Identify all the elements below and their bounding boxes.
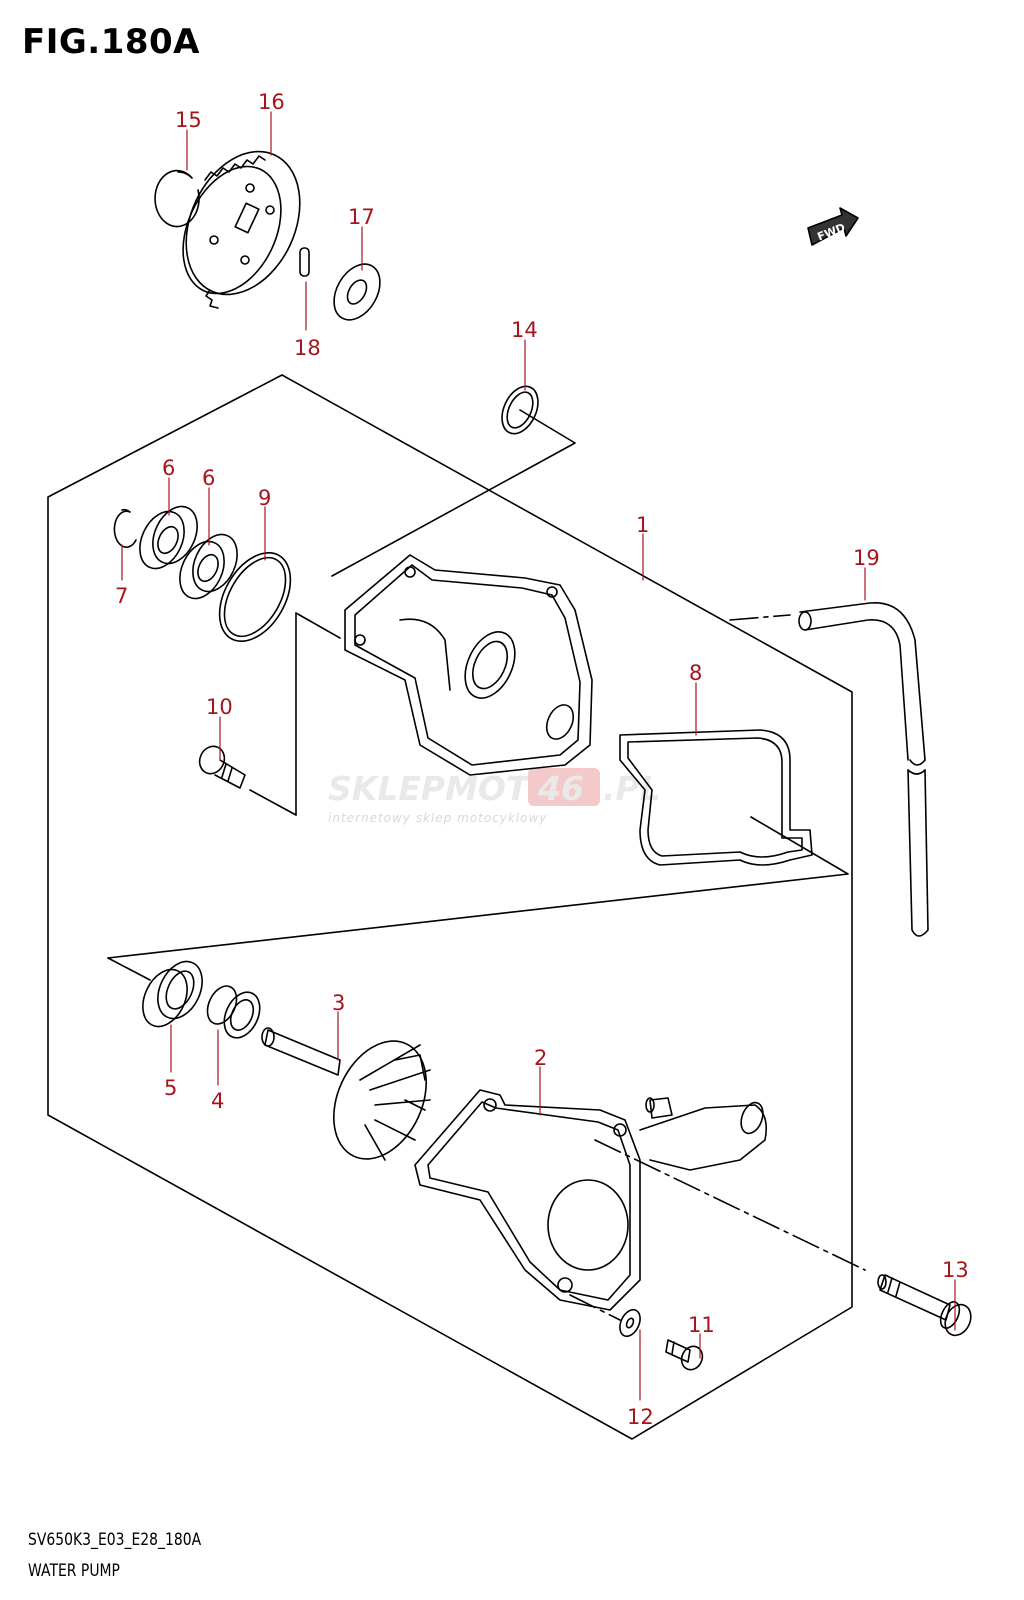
part-19-hose: [798, 602, 929, 937]
part-16-gear: [182, 150, 301, 309]
watermark-subtitle: internetowy sklep motocyklowy: [328, 811, 547, 825]
figure-name: WATER PUMP: [28, 1561, 120, 1581]
part-2-pump-cover: [414, 1089, 768, 1311]
assembly-axis-lines: [569, 614, 866, 1321]
callout-7: 7: [115, 584, 128, 608]
section-divider-middle: [107, 816, 849, 959]
callout-leaders: [121, 111, 956, 1401]
callout-6-b: 6: [202, 466, 215, 490]
part-14-oring: [501, 385, 539, 435]
callout-17: 17: [348, 205, 375, 229]
part-9-oring: [218, 552, 292, 642]
callout-15: 15: [175, 108, 202, 132]
part-1-pump-case: [344, 554, 593, 776]
figure-title: FIG.180A: [22, 22, 200, 62]
watermark-number: 46: [537, 769, 584, 808]
part-18-pin: [299, 247, 310, 277]
part-4-mechanical-seal: [206, 985, 261, 1039]
part-11-bolt: [665, 1339, 704, 1371]
part-10-bolt: [198, 745, 246, 789]
fwd-arrow: FWD: [807, 207, 859, 246]
callout-2: 2: [534, 1046, 547, 1070]
part-3-impeller: [261, 1027, 431, 1161]
part-6-bearing-b: [179, 533, 238, 600]
watermark-badge: [528, 768, 600, 806]
watermark: SKLEPMOTO 46 .PL internetowy sklep motoc…: [328, 768, 661, 825]
part-5-seal: [142, 960, 203, 1028]
part-8-gasket: [619, 729, 813, 866]
callout-1: 1: [636, 513, 649, 537]
part-17-washer: [333, 263, 381, 321]
part-7-circlip: [113, 508, 137, 548]
section-divider-upper: [331, 409, 576, 577]
callout-10: 10: [206, 695, 233, 719]
callout-9: 9: [258, 486, 271, 510]
figure-code: SV650K3_E03_E28_180A: [28, 1530, 202, 1550]
assembly-frame-upper: [47, 374, 853, 1440]
part-15-circlip: [154, 169, 200, 228]
callout-12: 12: [627, 1405, 654, 1429]
callout-19: 19: [853, 546, 880, 570]
callout-labels: 1 2 3 4 5 6 6 7 8 9 10 11 12 13 14 15 16…: [115, 90, 969, 1429]
watermark-text: SKLEPMOTO: [328, 769, 557, 808]
callout-5: 5: [164, 1076, 177, 1100]
callout-14: 14: [511, 318, 538, 342]
callout-13: 13: [942, 1258, 969, 1282]
callout-6-a: 6: [162, 456, 175, 480]
callout-3: 3: [332, 991, 345, 1015]
part-12-washer: [619, 1308, 641, 1338]
part-6-bearing-a: [139, 505, 198, 570]
callout-8: 8: [689, 661, 702, 685]
callout-11: 11: [688, 1313, 715, 1337]
callout-4: 4: [211, 1089, 224, 1113]
callout-16: 16: [258, 90, 285, 114]
part-13-bolt: [877, 1274, 972, 1337]
callout-18: 18: [294, 336, 321, 360]
